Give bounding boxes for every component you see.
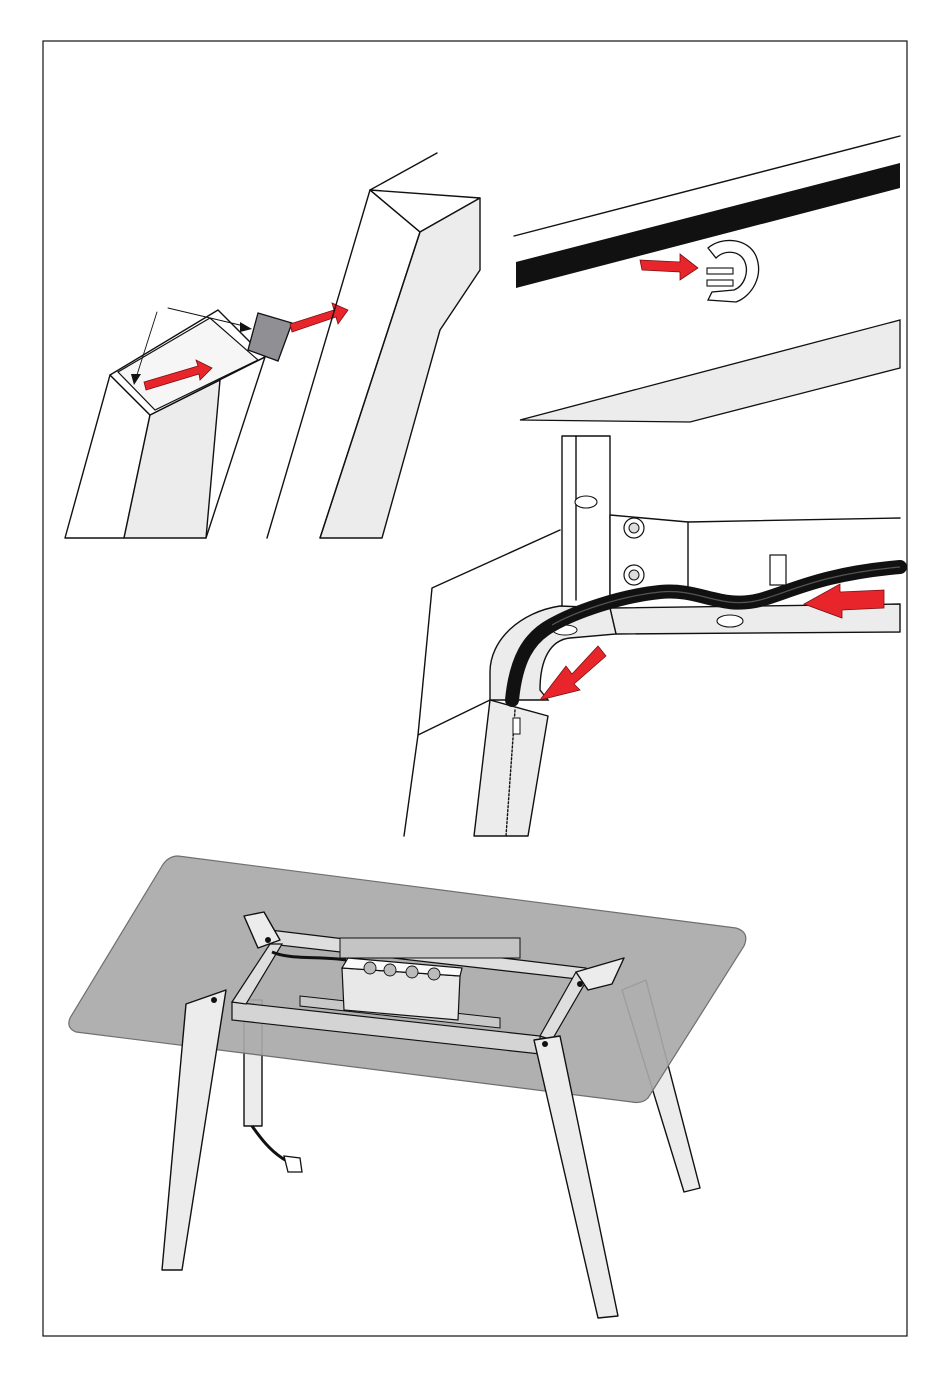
routing-arrow xyxy=(540,646,606,700)
socket-icon xyxy=(428,968,440,980)
leg-channel-profile xyxy=(65,310,265,538)
socket-icon xyxy=(384,964,396,976)
panel-table-overview xyxy=(69,856,746,1318)
panel-cable-clip xyxy=(514,136,900,422)
frame-post xyxy=(562,436,610,608)
leg-top-profile xyxy=(267,153,480,538)
clip-arrow xyxy=(640,254,698,280)
insert-arrow xyxy=(290,303,348,332)
panel-leg-cap xyxy=(65,153,480,538)
cable-clip xyxy=(707,240,759,302)
socket-icon xyxy=(364,962,376,974)
rail-lower-face xyxy=(520,320,900,422)
socket-icon xyxy=(406,966,418,978)
panel-cable-routing xyxy=(404,436,900,836)
cable-clip xyxy=(770,555,786,585)
power-plug-icon xyxy=(284,1156,302,1172)
power-socket-box xyxy=(342,958,462,1020)
leader-arrowhead xyxy=(240,322,252,332)
